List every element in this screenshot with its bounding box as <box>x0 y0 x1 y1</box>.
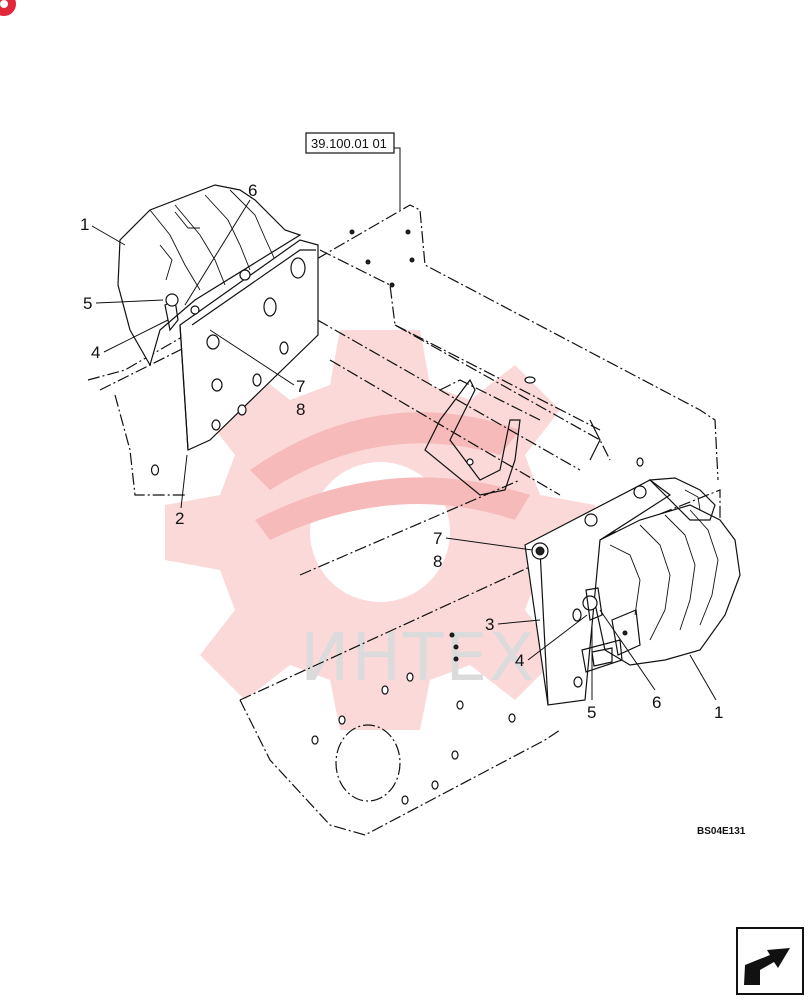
right-weight-assembly <box>524 477 741 706</box>
corner-badge-dot <box>0 0 8 8</box>
callout-right-8: 8 <box>433 552 442 571</box>
callout-left-6: 6 <box>248 181 257 200</box>
left-weight-assembly <box>117 184 319 451</box>
callout-left-8: 8 <box>296 400 305 419</box>
reference-box-frame[interactable] <box>305 132 395 154</box>
callout-left-5: 5 <box>83 294 92 313</box>
callout-right-4: 4 <box>515 651 524 670</box>
reference-box-label[interactable]: 39.100.01 01 <box>311 136 387 151</box>
callout-left-1: 1 <box>80 215 89 234</box>
watermark-text: ИНТЕХ <box>300 619 536 696</box>
callout-right-7: 7 <box>433 529 442 548</box>
reference-box[interactable]: 39.100.01 01 <box>305 132 401 210</box>
right-callouts: 7 8 3 4 5 6 1 <box>433 529 723 722</box>
callout-left-4: 4 <box>91 343 100 362</box>
callout-left-7: 7 <box>296 377 305 396</box>
drawing-code: BS04E131 <box>697 826 746 837</box>
callout-right-5: 5 <box>587 703 596 722</box>
reference-box-leader <box>394 147 401 210</box>
callout-right-6: 6 <box>652 693 661 712</box>
next-page-arrow-icon[interactable] <box>736 927 804 995</box>
callout-left-2: 2 <box>175 509 184 528</box>
left-callouts: 1 6 5 4 7 8 2 <box>80 181 305 528</box>
callout-right-3: 3 <box>485 615 494 634</box>
callout-right-1: 1 <box>714 703 723 722</box>
